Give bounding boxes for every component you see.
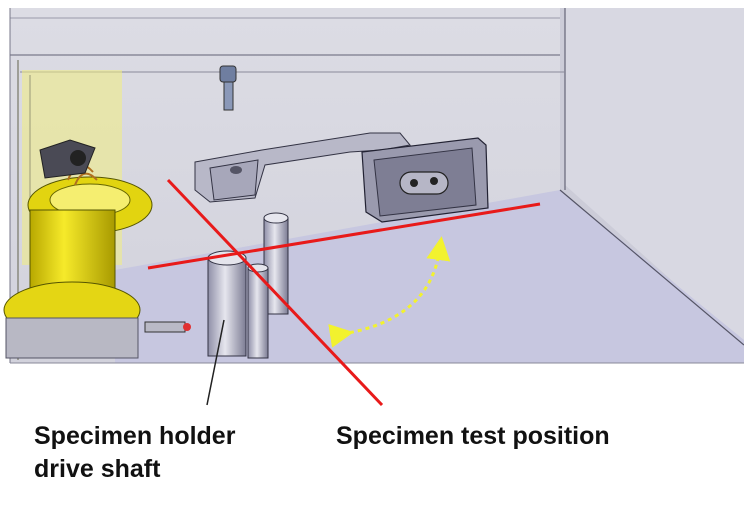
label-text: Specimen test position — [336, 422, 610, 450]
yellow-assembly — [3, 139, 153, 359]
specimen-holder-drive-shaft-label: Specimen holder drive shaft — [34, 420, 235, 486]
specimen-test-position-label: Specimen test position — [336, 420, 610, 453]
rotation-arrow-icon — [328, 236, 451, 348]
pointer-arrow-icon — [206, 319, 225, 406]
test-position-lines — [147, 178, 541, 407]
screw — [219, 65, 237, 111]
label-line-2: drive shaft — [34, 455, 161, 483]
specimen-holder-bracket — [194, 132, 489, 223]
label-line-1: Specimen holder — [34, 422, 236, 450]
